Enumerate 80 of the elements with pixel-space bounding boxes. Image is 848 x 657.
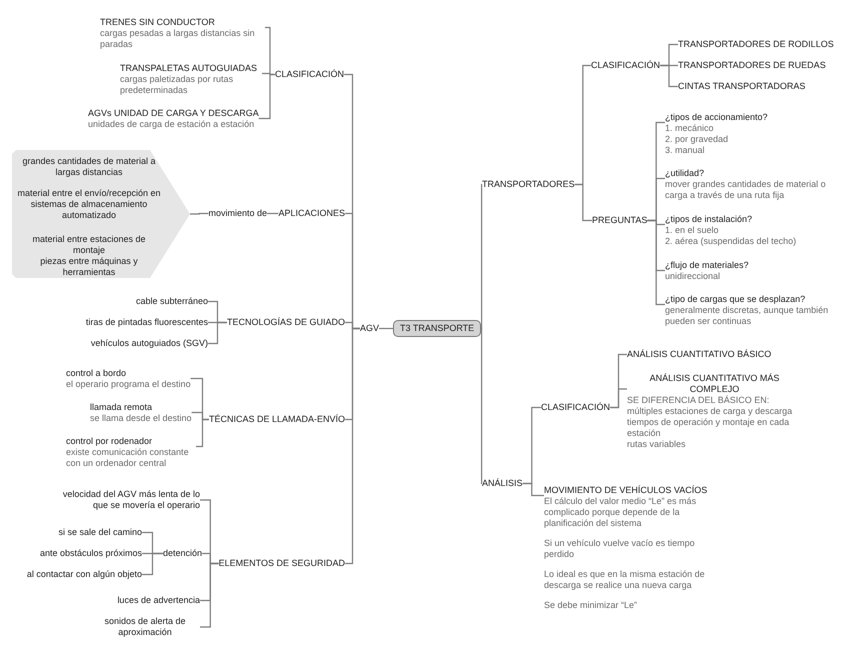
connector-line [267,212,278,214]
topic-label: velocidad del AGV más lenta de lo que se movería el operario [60,489,200,511]
topic-label: CLASIFICACIÓN [591,60,660,71]
topic-note: generalmente discretas, aunque también pueden ser continuas [665,305,830,327]
topic-label: ANÁLISIS CUANTITATIVO BÁSICO [627,349,772,360]
topic-note: 3. manual [665,145,706,156]
topic-label: material entre el envío/recepción en sistemas de almacenamiento automatizado [16,188,162,221]
topic-label: CLASIFICACIÓN [541,402,610,413]
topic-label: ANÁLISIS [482,478,523,489]
topic-label: tiras de pintadas fluorescentes [86,317,208,328]
topic-heading: ¿utilidad? [665,168,706,179]
topic-note: 2. aérea (suspendidas del techo) [665,236,796,247]
topic-heading: ¿flujo de materiales? [665,260,749,271]
topic-label: TRANSPORTADORES DE RODILLOS [678,39,834,50]
topic-label: piezas entre máquinas y herramientas [16,256,162,278]
topic-note: Se debe minimizar “Le” [544,600,638,611]
topic-label: AGV [360,323,380,334]
topic-note: Si un vehículo vuelve vacío es tiempo perdido [544,538,696,560]
topic-heading: ¿tipo de cargas que se desplazan? [665,294,806,305]
topic-note: El cálculo del valor medio “Le” es más complicado porque depende de la planificación del sistema [544,496,698,529]
topic-note: 1. en el suelo [665,225,720,236]
topic-heading: llamada remota [90,402,154,413]
connector-line [200,562,219,628]
topic-label: PREGUNTAS [592,215,648,226]
topic-note: SE DIFERENCIA DEL BÁSICO EN: [627,395,770,406]
topic-note: 1. mecánico [665,123,715,134]
topic-label: cable subterráneo [136,296,208,307]
root-topic-box: T3 TRANSPORTE [393,320,482,337]
topic-heading: AGVs UNIDAD DE CARGA Y DESCARGA [88,108,259,119]
topic-heading: control por rodenador [66,436,154,447]
topic-heading: ¿tipos de instalación? [665,214,754,225]
topic-label: luces de advertencia [117,595,200,606]
topic-label: CINTAS TRANSPORTADORAS [678,81,806,92]
topic-label: sonidos de alerta de aproximación [90,616,200,638]
topic-heading: ANÁLISIS CUANTITATIVO MÁS COMPLEJO [648,373,780,395]
topic-note: Lo ideal es que en la misma estación de descarga se realice una nueva carga [544,569,706,591]
topic-note: 2. por gravedad [665,134,730,145]
topic-note: cargas pesadas a largas distancias sin paradas [100,28,256,50]
topic-heading: TRANSPALETAS AUTOGUIADAS [120,63,258,74]
connector-line [480,184,483,330]
connector-line [345,328,360,564]
connector-line [610,388,627,408]
connector-line [647,220,665,306]
topic-label: TÉCNICAS DE LLAMADA-ENVÍO [208,414,345,425]
topic-label: si se sale del camino [58,527,142,538]
connector-line [660,64,678,88]
topic-note: mover grandes cantidades de material o carga a través de una ruta fija [665,179,827,201]
topic-note: cargas paletizadas por rutas predeterminadas [120,74,234,96]
topic-label: vehículos autoguiados (SGV) [90,338,208,349]
topic-heading: MOVIMIENTO DE VEHÍCULOS VACÍOS [544,485,708,496]
topic-heading: TRENES SIN CONDUCTOR [100,17,216,28]
topic-label: TECNOLOGÍAS DE GUIADO [226,317,345,328]
topic-note: unidades de carga de estación a estación [88,119,256,130]
connector-line [258,74,275,120]
topic-label: movimiento de [208,208,267,219]
topic-label: grandes cantidades de material a largas distancias [16,156,162,178]
connector-line [379,328,393,330]
topic-label: detención [162,548,202,559]
topic-label: CLASIFICACIÓN [274,69,344,80]
connector-line [522,482,544,496]
connector-line [142,552,163,576]
topic-note: unidireccional [665,271,722,282]
connector-line [574,184,592,222]
topic-note: múltiples estaciones de carga y descarga [627,406,794,417]
connector-line [480,328,483,484]
topic-label: ELEMENTOS DE SEGURIDAD [218,558,345,569]
connector-line [196,418,209,448]
connector-line [208,322,227,344]
topic-heading: ¿tipos de accionamiento? [665,112,768,123]
topic-label: ante obstáculos próximos [40,548,142,559]
topic-label: APLICACIONES [278,208,345,219]
topic-note: rutas variables [627,439,687,450]
topic-heading: control a bordo [66,368,128,379]
topic-label: TRANSPORTADORES [482,179,575,190]
topic-note: existe comunicación constante con un ordenador central [66,447,190,469]
topic-note: el operario programa el destino [66,379,191,390]
topic-label: al contactar con algún objeto [26,569,142,580]
topic-note: se llama desde el destino [90,413,192,424]
topic-label: TRANSPORTADORES DE RUEDAS [678,60,826,71]
connector-line [190,212,208,215]
